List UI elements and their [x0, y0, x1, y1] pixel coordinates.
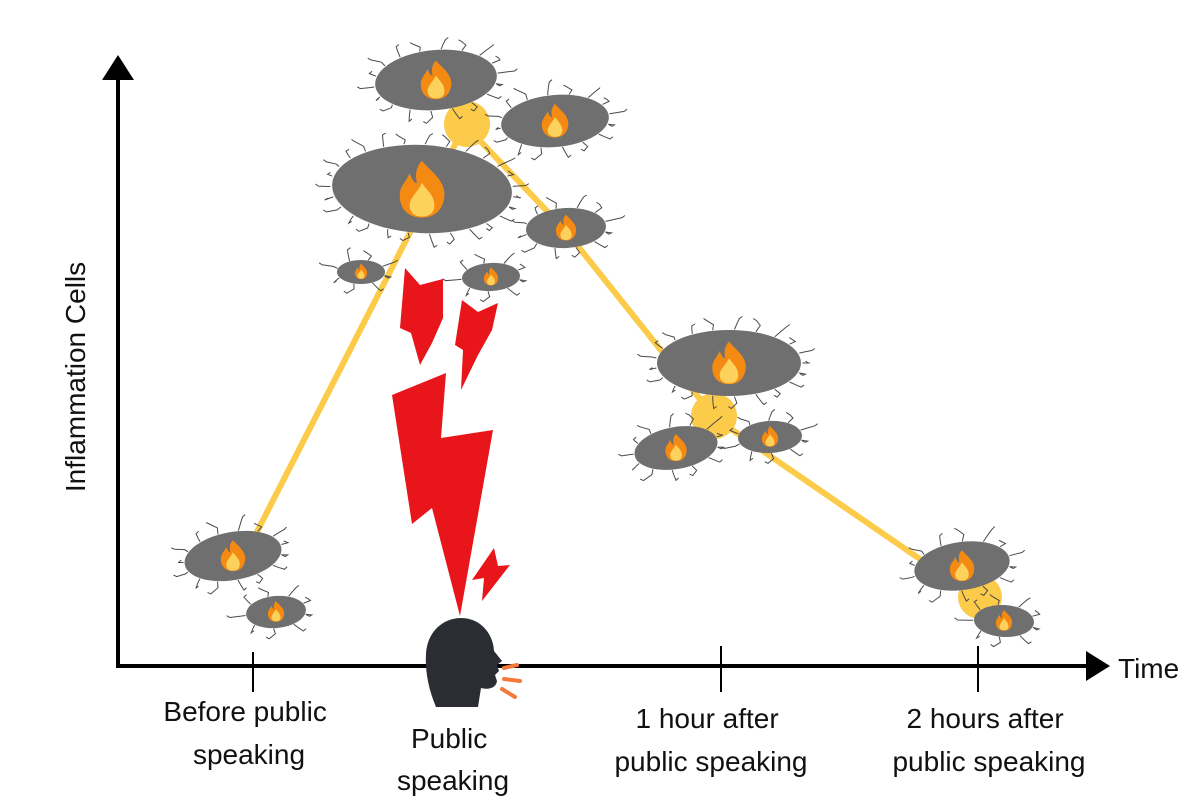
lightning-bolt-icon: [400, 268, 443, 365]
x-axis-arrow: [1086, 651, 1110, 681]
inflammation-cell-icon: [899, 526, 1026, 603]
inflammation-cell-icon: [318, 247, 398, 294]
speaking-head-icon: [425, 618, 522, 707]
stress-lightning: [392, 268, 510, 616]
inflammation-cell-icon: [356, 37, 518, 124]
inflammation-cell-icon: [484, 79, 628, 161]
stage-label-during: Public speaking: [397, 723, 509, 796]
trend-point-one-hour: [691, 393, 737, 439]
lightning-bolt-icon: [392, 373, 493, 616]
stage-label-before: Before public speaking: [163, 696, 334, 770]
stage-label-two-hours: 2 hours after public speaking: [892, 703, 1085, 777]
x-axis-label: Time: [1118, 653, 1179, 684]
inflammation-cell-icon: [226, 585, 314, 640]
y-axis-label: Inflammation Cells: [60, 262, 91, 492]
stage-label-one-hour: 1 hour after public speaking: [614, 703, 807, 777]
inflammation-cell-icon: [442, 252, 528, 303]
inflammation-cell-icon: [618, 412, 726, 482]
inflammation-cell-icon: [720, 409, 818, 465]
lightning-bolt-icon: [472, 548, 510, 601]
axes: [102, 55, 1110, 692]
inflammation-cell-icon: [954, 594, 1041, 648]
inflammation-cell-icon: [315, 132, 530, 248]
lightning-bolt-icon: [455, 300, 498, 390]
sound-lines-icon: [500, 663, 522, 699]
y-axis-arrow: [102, 55, 134, 80]
trend-points: [444, 101, 1002, 619]
inflammation-cell-icon: [637, 316, 816, 410]
inflammation-cell-icon: [511, 194, 626, 260]
inflammation-cells: [171, 37, 1041, 648]
inflammation-cell-icon: [171, 514, 290, 595]
